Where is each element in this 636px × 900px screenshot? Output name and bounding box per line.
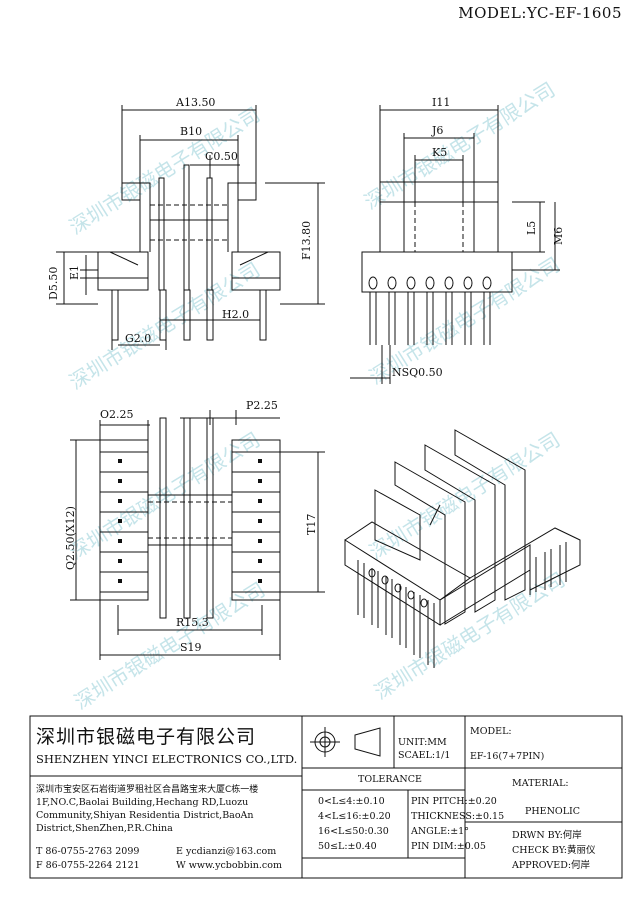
company-email: E ycdianzi@163.com bbox=[176, 846, 277, 857]
material-value: PHENOLIC bbox=[525, 806, 581, 817]
material-label: MATERIAL: bbox=[512, 778, 569, 789]
dim-j6: J6 bbox=[431, 124, 443, 137]
watermark-5: 深圳市银磁电子有限公司 bbox=[65, 427, 264, 564]
dim-c050: C0.50 bbox=[205, 150, 238, 163]
company-address-en-1: 1F,NO.C,Baolai Building,Hechang RD,Luozu bbox=[36, 797, 249, 808]
front-view: A13.50 B10 C0.50 F13.80 D5.50 E1 H2.0 G2… bbox=[47, 96, 325, 350]
company-address-en-3: District,ShenZhen,P.R.China bbox=[36, 823, 173, 834]
dim-b10: B10 bbox=[180, 125, 202, 138]
tolerance-title: TOLERANCE bbox=[358, 774, 422, 785]
dim-d550: D5.50 bbox=[47, 267, 60, 300]
tolerance-right-3: ANGLE:±1° bbox=[411, 826, 469, 837]
tolerance-left-3: 16<L≤50:0.30 bbox=[318, 826, 389, 837]
company-web: W www.ycbobbin.com bbox=[176, 860, 282, 871]
tolerance-left-1: 0<L≤4:±0.10 bbox=[318, 796, 385, 807]
dim-e1: E1 bbox=[68, 265, 81, 280]
tolerance-right-4: PIN DIM:±0.05 bbox=[411, 841, 486, 852]
company-name-cn: 深圳市银磁电子有限公司 bbox=[36, 726, 257, 748]
dim-o225: O2.25 bbox=[100, 408, 134, 421]
company-address-en-2: Community,Shiyan Residentia District,Bao… bbox=[36, 810, 254, 821]
dim-f1380: F13.80 bbox=[300, 221, 313, 260]
dim-l5: L5 bbox=[525, 221, 538, 235]
dim-q250: Q2.50(X12) bbox=[64, 506, 77, 570]
title-block-frame bbox=[29, 715, 623, 879]
drawn-by: DRWN BY:何岸 bbox=[512, 830, 582, 841]
scale-label: SCAEL:1/1 bbox=[398, 750, 451, 761]
dim-k5: K5 bbox=[432, 146, 447, 159]
dim-p225: P2.25 bbox=[246, 399, 278, 412]
side-view: I11 J6 K5 L5 M6 NSQ0.50 bbox=[350, 96, 565, 384]
top-view: O2.25 P2.25 Q2.50(X12) T17 R15.3 S19 bbox=[64, 399, 325, 660]
company-tel: T 86-0755-2763 2099 bbox=[36, 846, 140, 857]
dim-t17: T17 bbox=[305, 514, 318, 535]
watermark-2: 深圳市银磁电子有限公司 bbox=[360, 77, 559, 214]
dim-i11: I11 bbox=[432, 96, 450, 109]
model-value: EF-16(7+7PIN) bbox=[470, 751, 545, 762]
tolerance-right-2: THICKNESS:±0.15 bbox=[411, 811, 505, 822]
approved-by: APPROVED:何岸 bbox=[512, 860, 591, 871]
dim-h20: H2.0 bbox=[222, 308, 249, 321]
check-by: CHECK BY:黄丽仪 bbox=[512, 845, 596, 856]
company-name-en: SHENZHEN YINCI ELECTRONICS CO.,LTD. bbox=[36, 752, 298, 766]
company-address-cn: 深圳市宝安区石岩街道罗租社区合昌路宝来大厦C栋一楼 bbox=[36, 785, 259, 795]
dim-g20: G2.0 bbox=[125, 332, 151, 345]
dim-s19: S19 bbox=[180, 641, 202, 654]
tolerance-left-4: 50≤L:±0.40 bbox=[318, 841, 377, 852]
dim-m6: M6 bbox=[552, 227, 565, 245]
watermarks: 深圳市银磁电子有限公司 深圳市银磁电子有限公司 深圳市银磁电子有限公司 深圳市银… bbox=[65, 77, 569, 714]
dim-nsq: NSQ0.50 bbox=[392, 366, 443, 379]
model-header: MODEL:YC-EF-1605 bbox=[458, 4, 622, 22]
unit-label: UNIT:MM bbox=[398, 737, 447, 748]
dim-a1350: A13.50 bbox=[175, 96, 215, 109]
dim-r153: R15.3 bbox=[176, 616, 209, 629]
company-fax: F 86-0755-2264 2121 bbox=[36, 860, 140, 871]
isometric-view bbox=[344, 429, 581, 668]
model-label: MODEL: bbox=[470, 726, 512, 737]
tolerance-left-2: 4<L≤16:±0.20 bbox=[318, 811, 391, 822]
tolerance-right-1: PIN PITCH:±0.20 bbox=[411, 796, 497, 807]
pin-dots bbox=[118, 459, 262, 583]
pin-holes bbox=[368, 276, 492, 290]
watermark-1: 深圳市银磁电子有限公司 bbox=[65, 102, 264, 239]
